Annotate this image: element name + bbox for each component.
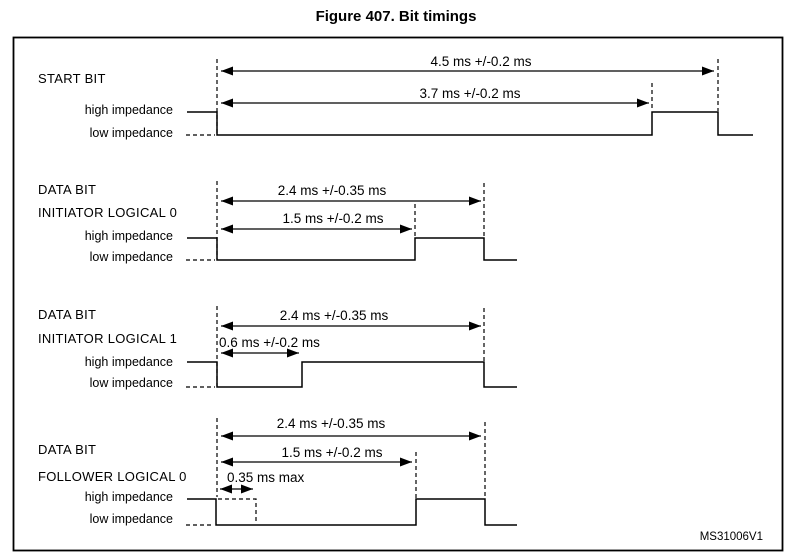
- follower0-release-pulse-dashed: [218, 498, 257, 524]
- section-initiator-logical-1-label: INITIATOR LOGICAL 1: [38, 331, 178, 346]
- section-initiator-logical-0-label: INITIATOR LOGICAL 0: [38, 205, 178, 220]
- figure-reference-code: MS31006V1: [699, 531, 763, 543]
- low-impedance-label: low impedance: [89, 376, 173, 390]
- init0-waveform: [187, 237, 517, 261]
- timing-2-4ms-label: 2.4 ms +/-0.35 ms: [276, 416, 386, 431]
- high-impedance-label: high impedance: [84, 103, 173, 117]
- timing-2-4ms-label: 2.4 ms +/-0.35 ms: [277, 183, 387, 198]
- timing-1-5ms-label: 1.5 ms +/-0.2 ms: [281, 445, 383, 460]
- follower0-waveform: [187, 498, 517, 526]
- low-impedance-label: low impedance: [89, 126, 173, 140]
- high-impedance-label: high impedance: [84, 229, 173, 243]
- section-data-bit-label: DATA BIT: [38, 307, 97, 322]
- section-data-bit-label: DATA BIT: [38, 182, 97, 197]
- high-impedance-label: high impedance: [84, 355, 173, 369]
- section-follower-logical-0-label: FOLLOWER LOGICAL 0: [38, 469, 187, 484]
- timing-0-35ms-max-label: 0.35 ms max: [227, 470, 305, 485]
- low-impedance-label: low impedance: [89, 512, 173, 526]
- figure-border: [12, 36, 784, 552]
- timing-3-7ms-label: 3.7 ms +/-0.2 ms: [419, 86, 521, 101]
- section-data-bit-label: DATA BIT: [38, 442, 97, 457]
- start-bit-waveform: [187, 111, 753, 136]
- timing-4-5ms-label: 4.5 ms +/-0.2 ms: [430, 54, 532, 69]
- timing-0-6ms-label: 0.6 ms +/-0.2 ms: [219, 335, 320, 350]
- section-start-bit-label: START BIT: [38, 71, 106, 86]
- timing-1-5ms-label: 1.5 ms +/-0.2 ms: [282, 211, 384, 226]
- figure-title: Figure 407. Bit timings: [315, 8, 477, 25]
- low-impedance-label: low impedance: [89, 250, 173, 264]
- init1-waveform: [187, 361, 517, 388]
- timing-2-4ms-label: 2.4 ms +/-0.35 ms: [279, 308, 389, 323]
- high-impedance-label: high impedance: [84, 490, 173, 504]
